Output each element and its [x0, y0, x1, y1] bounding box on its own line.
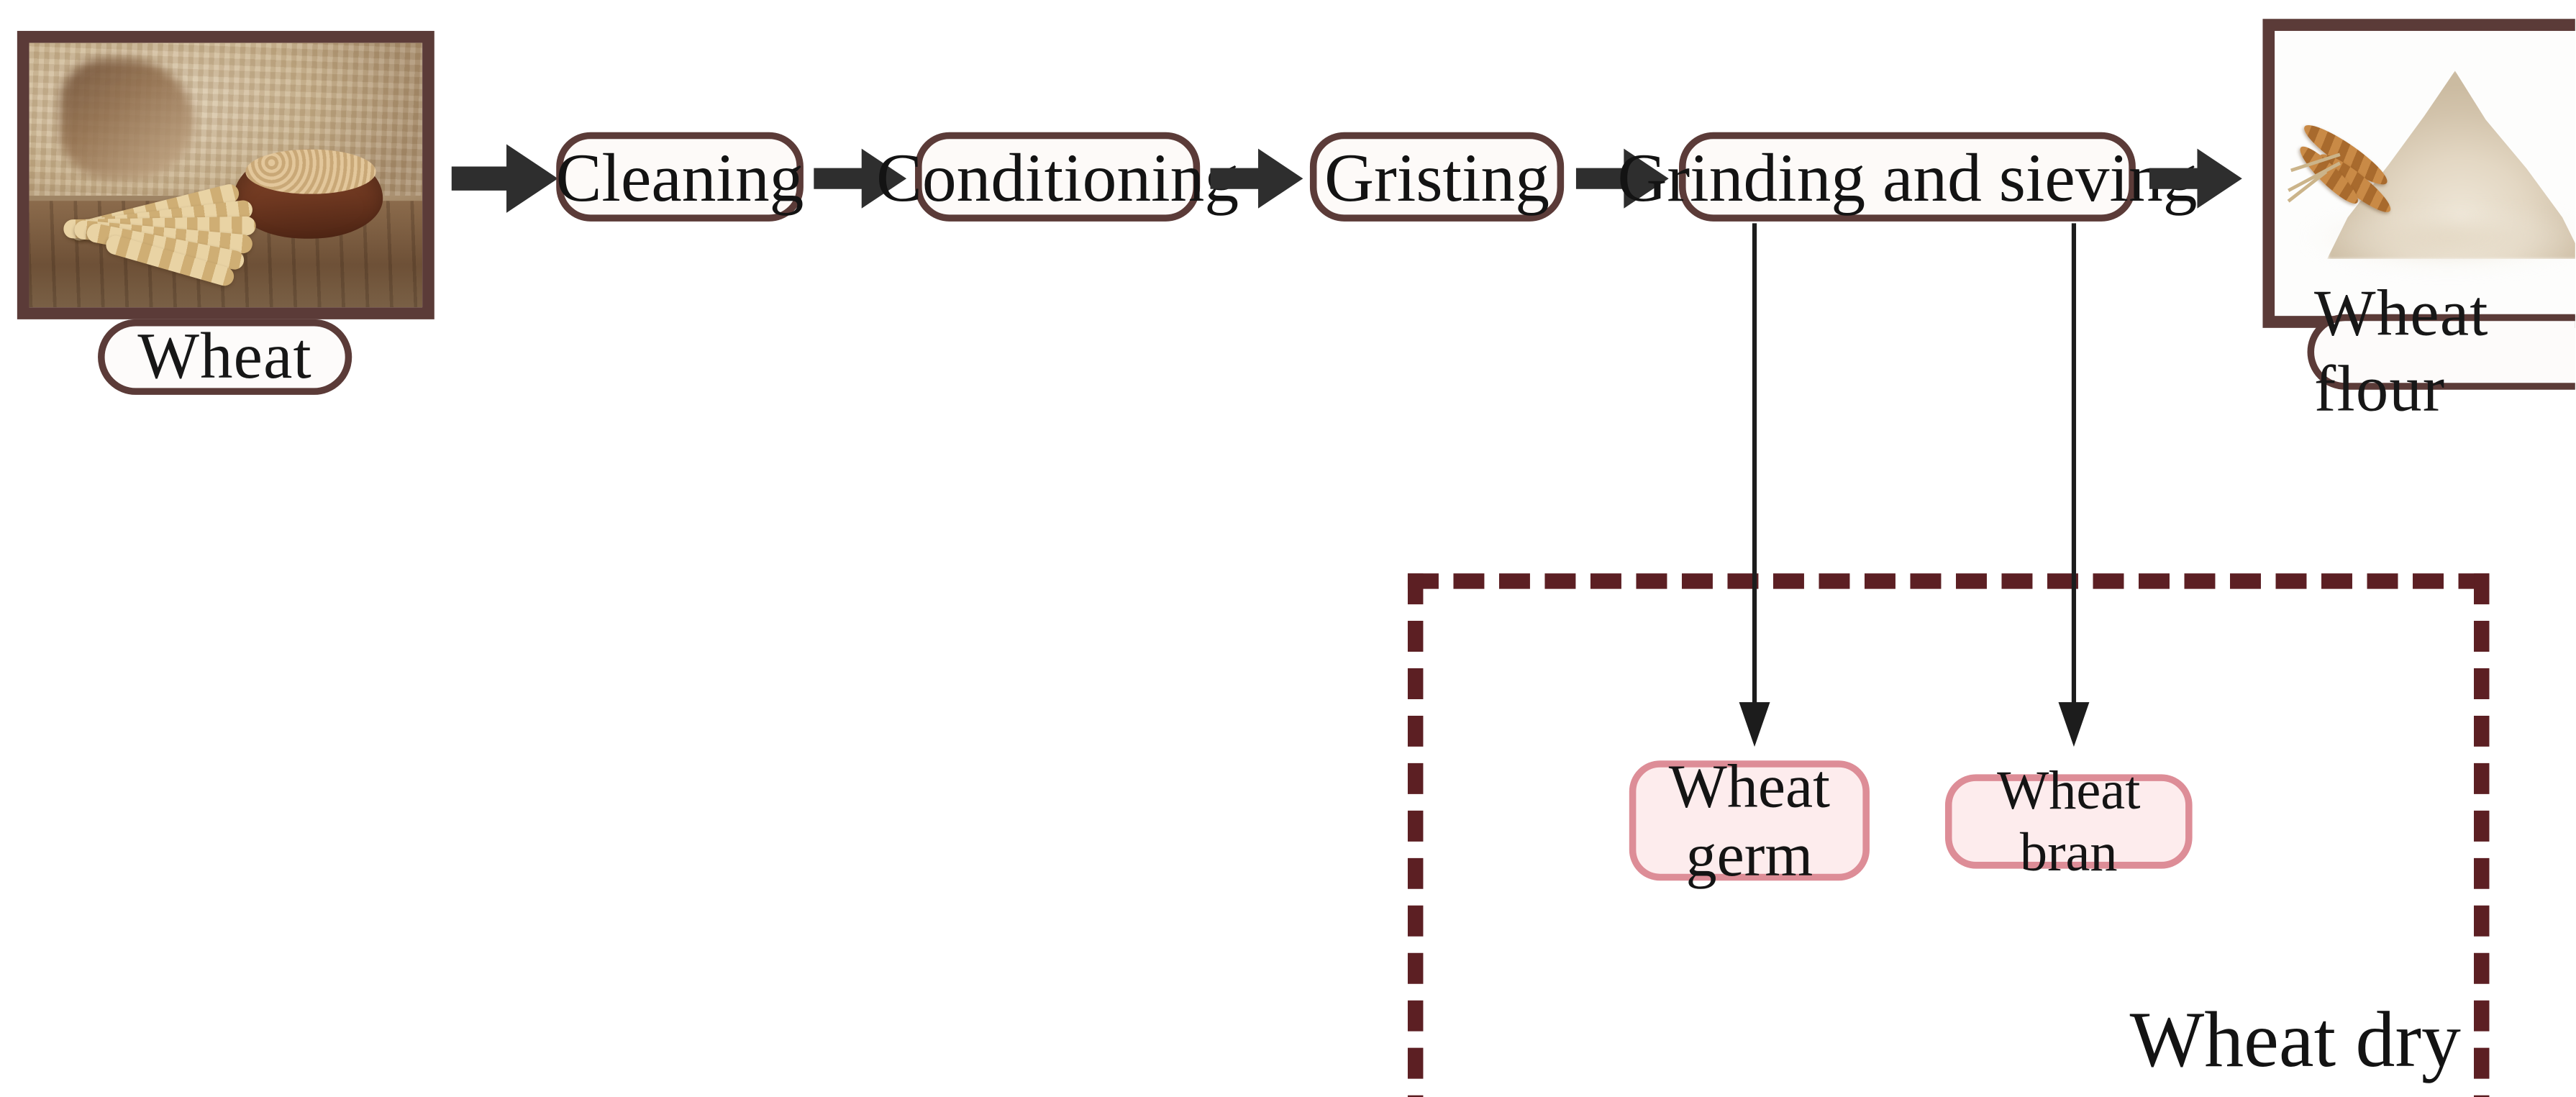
wheat-flour-output-label-text: Wheat flour [2314, 278, 2489, 426]
process-step-conditioning-label: Conditioning [876, 138, 1239, 216]
process-step-grinding-and-sieving-label: Grinding and sieving [1617, 138, 2198, 216]
byproduct-wheat-germ[interactable]: Wheat germ [1629, 752, 1870, 889]
flow-arrow-5 [2149, 148, 2242, 209]
flow-arrow-2 [814, 148, 907, 209]
wheat-input-label-text: Wheat [137, 321, 312, 393]
flow-arrow-1 [451, 144, 558, 213]
process-step-gristing-label: Gristing [1324, 138, 1550, 216]
process-step-grinding-and-sieving[interactable]: Grinding and sieving [1617, 132, 2197, 222]
process-step-gristing[interactable]: Gristing [1309, 132, 1565, 222]
branch-arrow-wheat-bran [2058, 223, 2090, 747]
byproducts-group-caption-text: Wheat dry milling by-products [2129, 996, 2461, 1097]
byproduct-wheat-bran[interactable]: Wheat bran [1944, 758, 2193, 881]
flow-arrow-4 [1575, 148, 1669, 209]
wheat-photo [17, 30, 434, 319]
flow-arrow-3 [1210, 148, 1303, 209]
byproduct-wheat-germ-label: Wheat germ [1668, 751, 1830, 890]
wheat-photo-artwork [29, 42, 423, 308]
process-step-cleaning-label: Cleaning [555, 138, 804, 216]
wheat-flour-photo-artwork [2275, 30, 2575, 317]
process-step-cleaning[interactable]: Cleaning [556, 132, 804, 222]
branch-arrow-wheat-germ [1739, 223, 1770, 747]
byproduct-wheat-bran-label: Wheat bran [1997, 758, 2141, 882]
process-step-conditioning[interactable]: Conditioning [876, 132, 1239, 222]
wheat-flour-photo [2262, 19, 2575, 328]
wheat-input-label: Wheat [98, 319, 352, 395]
wheat-flour-output-label: Wheat flour [2307, 278, 2575, 426]
byproducts-group-caption: Wheat dry milling by-products [2115, 896, 2475, 1097]
wheat-stalks-icon [60, 175, 288, 296]
byproducts-group-box [1407, 573, 2490, 1097]
